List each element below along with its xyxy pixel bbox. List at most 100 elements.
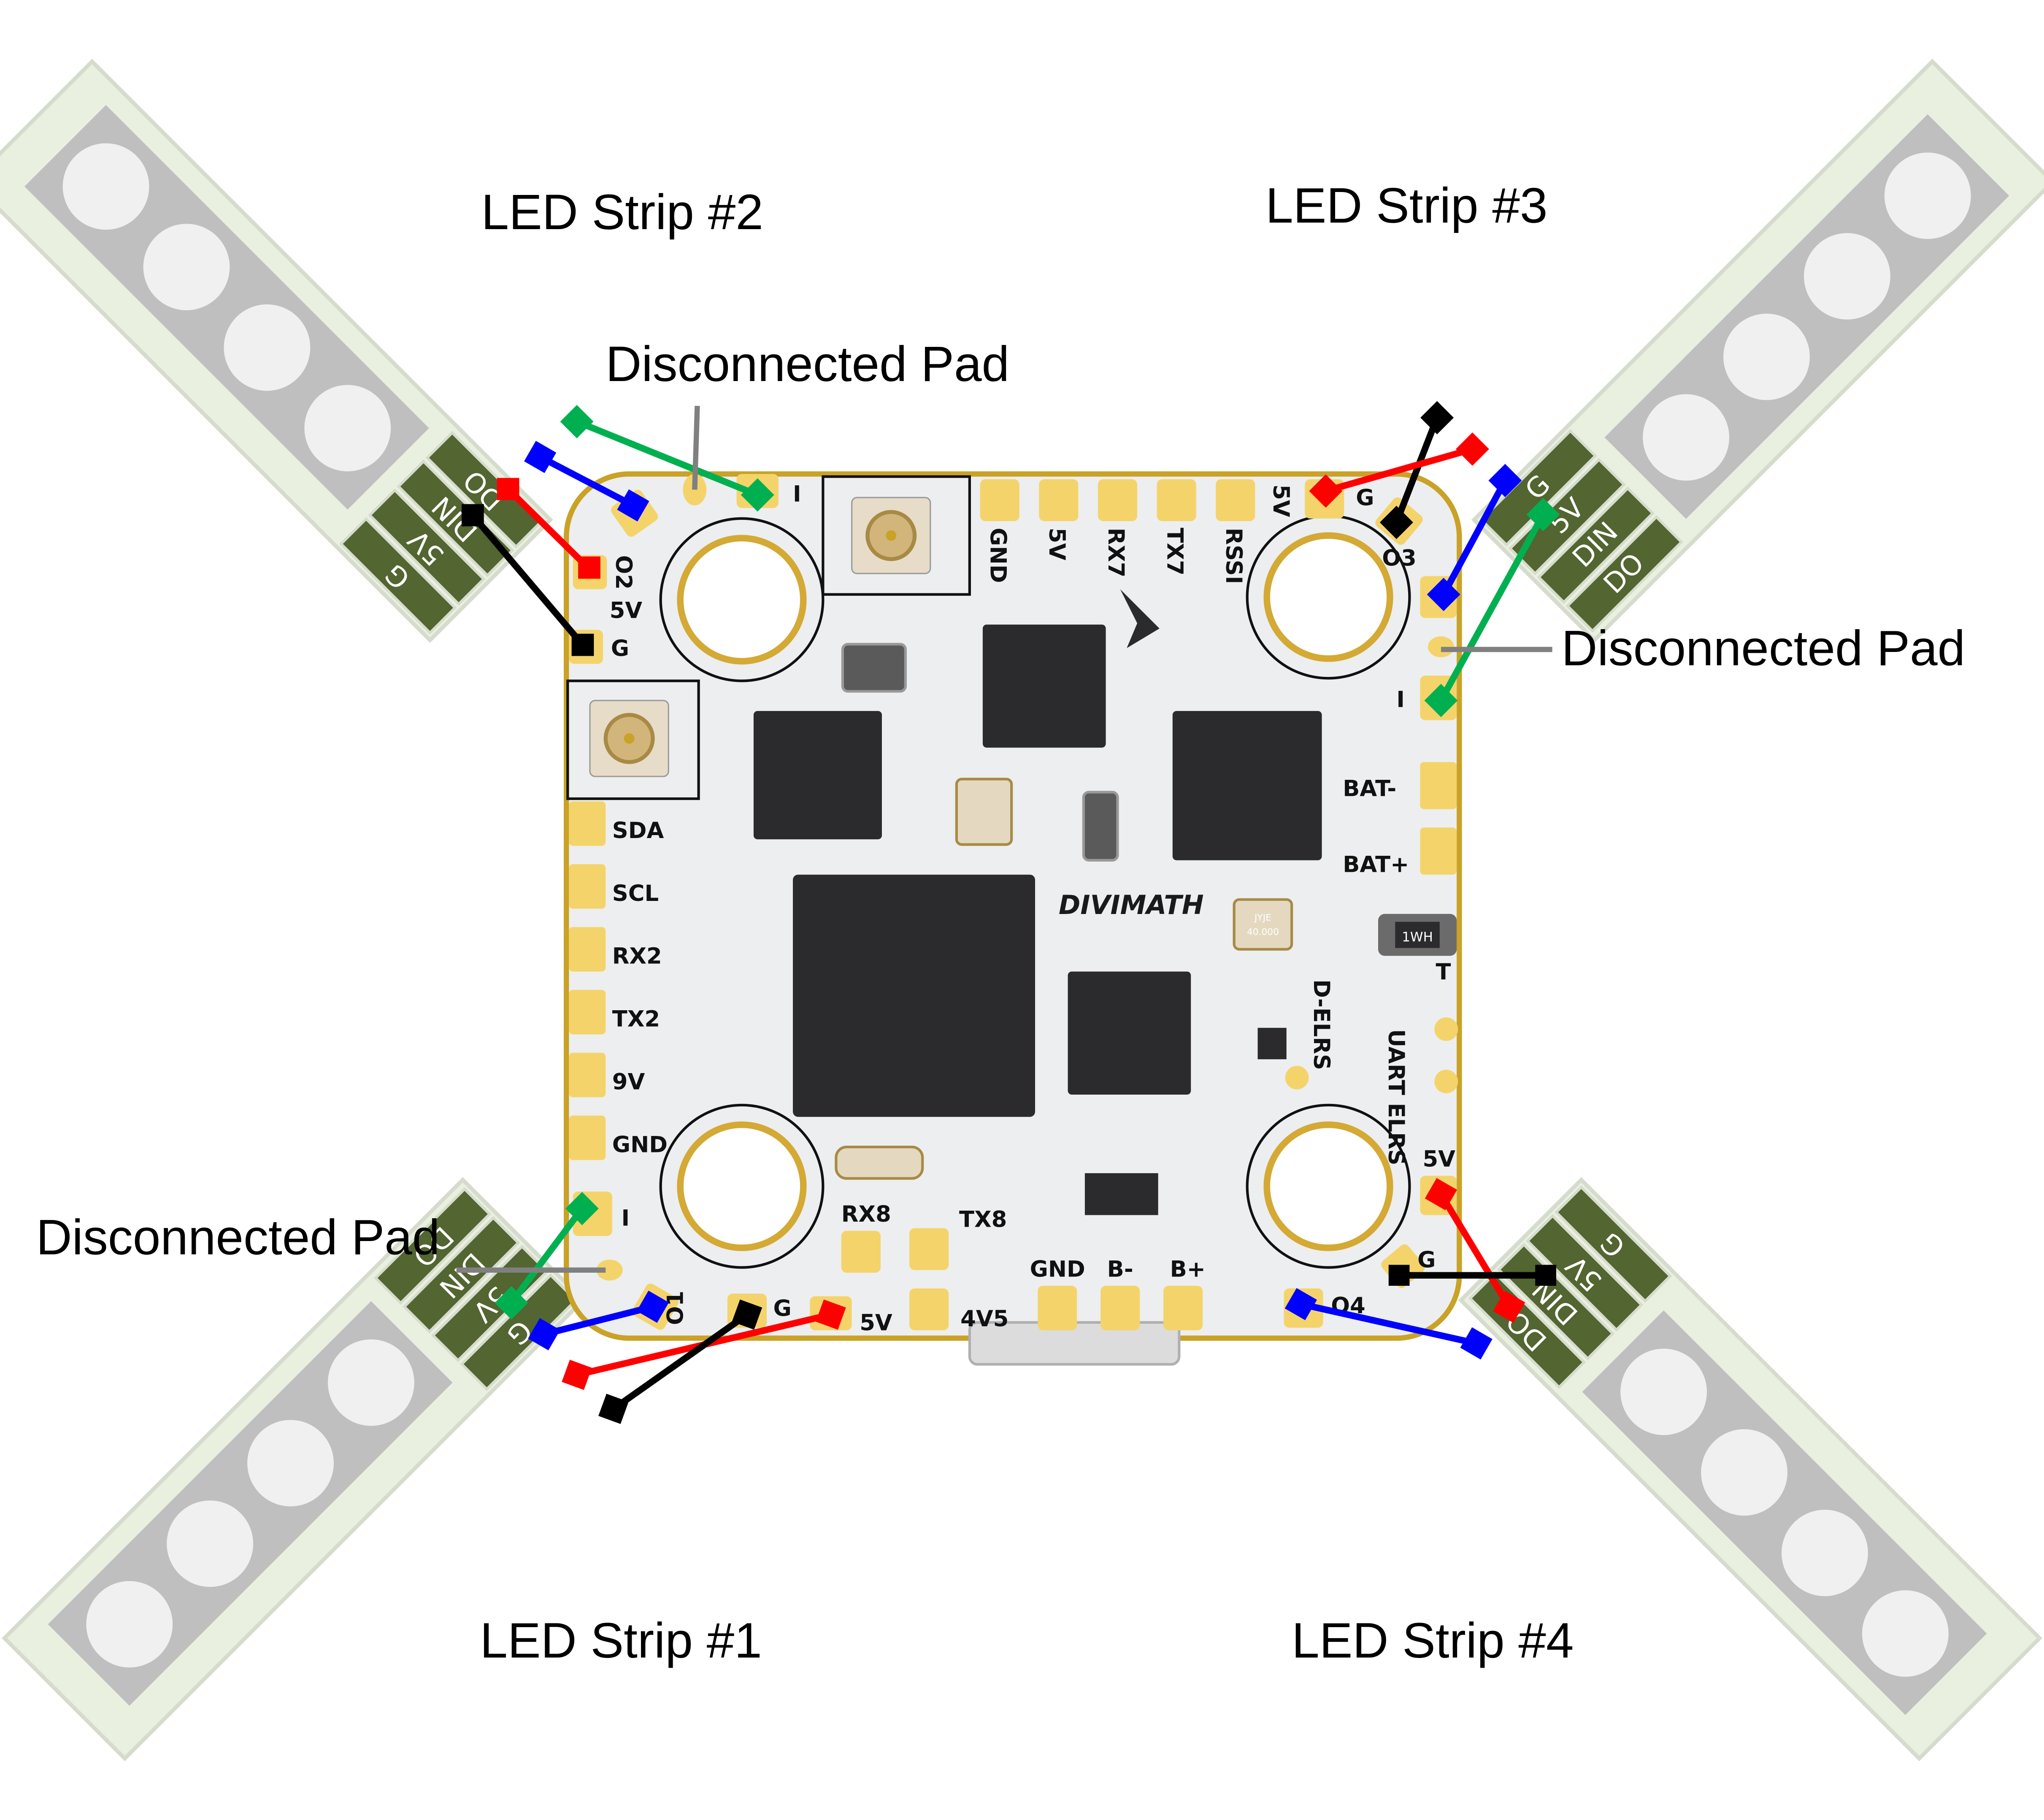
label-d-elrs: D-ELRS	[1309, 979, 1334, 1070]
wire-strip1-din	[528, 1290, 669, 1350]
strip-pad	[460, 1273, 578, 1391]
led-cells	[48, 1301, 453, 1706]
label-bl-o1: O1	[662, 1291, 688, 1325]
strip-pad	[1508, 457, 1626, 576]
power-inductor: 1WH	[1378, 914, 1457, 956]
mosfet	[1084, 1173, 1158, 1215]
crystal-text-2: 40.000	[1247, 927, 1279, 937]
pad-tx7	[1157, 479, 1196, 521]
inductor	[1082, 791, 1119, 862]
label-bl-g: G	[773, 1295, 791, 1321]
right-pad-row: BAT- BAT+	[1343, 762, 1457, 878]
pad-gnd	[980, 479, 1019, 521]
strip-pad	[1537, 486, 1655, 604]
pad-sda	[569, 801, 606, 846]
callout-disconnected-right: Disconnected Pad	[1441, 620, 1965, 676]
pad-gnd-left	[569, 1115, 606, 1160]
pad-tr-disconnected	[1428, 636, 1454, 657]
pad-bat-minus	[1420, 762, 1457, 809]
inductor	[841, 643, 907, 693]
led-cells	[1604, 114, 2009, 519]
strip-pad	[1525, 1214, 1644, 1332]
wire-strip1-g	[598, 1299, 762, 1424]
label-tr-i: I	[1396, 687, 1405, 713]
callout-label: Disconnected Pad	[36, 1209, 440, 1265]
label-bl-i: I	[622, 1205, 630, 1231]
pad-bat-plus	[1420, 828, 1457, 875]
crystal-text-1: JYJE	[1254, 912, 1271, 923]
pad-label-9v: 9V	[612, 1069, 645, 1095]
elrs-chip	[1172, 711, 1322, 860]
pad-label-tx8: TX8	[959, 1206, 1007, 1232]
receiver-labels: D-ELRS UART ELRS T	[1285, 959, 1458, 1166]
pad-tx8	[909, 1228, 949, 1270]
pad-label-tx7: TX7	[1162, 527, 1187, 575]
pad-rx7	[1098, 479, 1138, 521]
flight-controller-board: GND 5V RX7 TX7 RSSI SDA SCL RX2 TX2 9V G…	[563, 471, 1462, 1366]
pad-b-minus	[1100, 1286, 1140, 1331]
crystal-small	[955, 778, 1013, 846]
strip-pad	[431, 1244, 549, 1363]
label-tr-o3: O3	[1382, 545, 1417, 571]
callout-disconnected-top: Disconnected Pad	[606, 336, 1009, 490]
strip-title-1: LED Strip #1	[480, 1612, 762, 1668]
pad-rx2	[569, 927, 606, 972]
pad-label-gnd: GND	[985, 527, 1011, 583]
strip-title-2: LED Strip #2	[481, 184, 763, 240]
label-tl-5v: 5V	[610, 598, 643, 624]
pad-label-b-plus: B+	[1170, 1256, 1206, 1282]
strip-pad	[1565, 515, 1684, 633]
strip-title-3: LED Strip #3	[1265, 177, 1547, 233]
bottom-pad-row: RX8 TX8 4V5 GND B- B+	[841, 1201, 1206, 1332]
led-cells	[1582, 1310, 1987, 1715]
wire-strip4-5v	[1425, 1178, 1525, 1323]
regulator-chip	[1068, 971, 1191, 1095]
solder-jumper-pad	[1285, 1065, 1309, 1090]
left-pad-row: SDA SCL RX2 TX2 9V GND	[569, 801, 668, 1160]
pad-9v	[569, 1052, 606, 1098]
led-strip-2: DO DIN 5V G	[0, 59, 553, 643]
label-tl-g: G	[611, 636, 629, 662]
pad-tl-disconnected	[683, 474, 707, 506]
wire-strip3-5v	[1309, 432, 1489, 508]
label-br-g: G	[1417, 1247, 1436, 1273]
pad-label-bat-plus: BAT+	[1343, 852, 1409, 878]
led-strip-3: DO DIN 5V G	[1471, 59, 2044, 643]
callout-label: Disconnected Pad	[1561, 620, 1965, 676]
pad-label-bat-minus: BAT-	[1343, 776, 1396, 802]
uart-pad	[1434, 1070, 1458, 1093]
antenna-connector-top	[822, 475, 971, 596]
pad-4v5	[909, 1288, 949, 1331]
label-tl-o2: O2	[611, 555, 636, 590]
strip-pads: DO DIN 5V G	[1479, 429, 1684, 633]
strip-pad	[339, 517, 457, 635]
strip-title-4: LED Strip #4	[1292, 1612, 1574, 1668]
mcu-chip	[792, 874, 1036, 1117]
mounting-hole-tl	[659, 517, 825, 682]
uart-pad	[1434, 1017, 1458, 1041]
label-tr-5v: 5V	[1268, 484, 1294, 517]
wire-strip2-5v	[497, 478, 600, 579]
pad-rx8	[841, 1230, 881, 1273]
top-pad-row: GND 5V RX7 TX7 RSSI	[980, 479, 1255, 584]
pad-5v	[1039, 479, 1079, 521]
wires	[461, 401, 1560, 1424]
pad-label-4v5: 4V5	[960, 1306, 1008, 1332]
wire-strip4-din	[1284, 1288, 1492, 1360]
label-t: T	[1436, 959, 1451, 985]
direction-arrow-icon	[1120, 589, 1160, 648]
mounting-hole-tr	[1246, 514, 1411, 680]
pad-label-rx2: RX2	[612, 944, 662, 969]
mounting-hole-bl	[659, 1103, 825, 1269]
pad-label-rx7: RX7	[1103, 527, 1129, 577]
callout-line	[692, 406, 700, 490]
wire-strip2-do	[560, 405, 774, 512]
led-strip-1: DO DIN 5V G	[1, 1177, 586, 1761]
label-bl-5v: 5V	[860, 1310, 892, 1336]
crystal-40mhz: JYJE 40.000	[1233, 898, 1293, 951]
pad-label-gnd: GND	[612, 1132, 668, 1158]
wire-strip2-din	[524, 441, 649, 522]
strip-pads: DO DIN 5V G	[373, 1187, 578, 1391]
label-tr-g: G	[1356, 485, 1374, 511]
pad-label-rx8: RX8	[841, 1201, 891, 1227]
